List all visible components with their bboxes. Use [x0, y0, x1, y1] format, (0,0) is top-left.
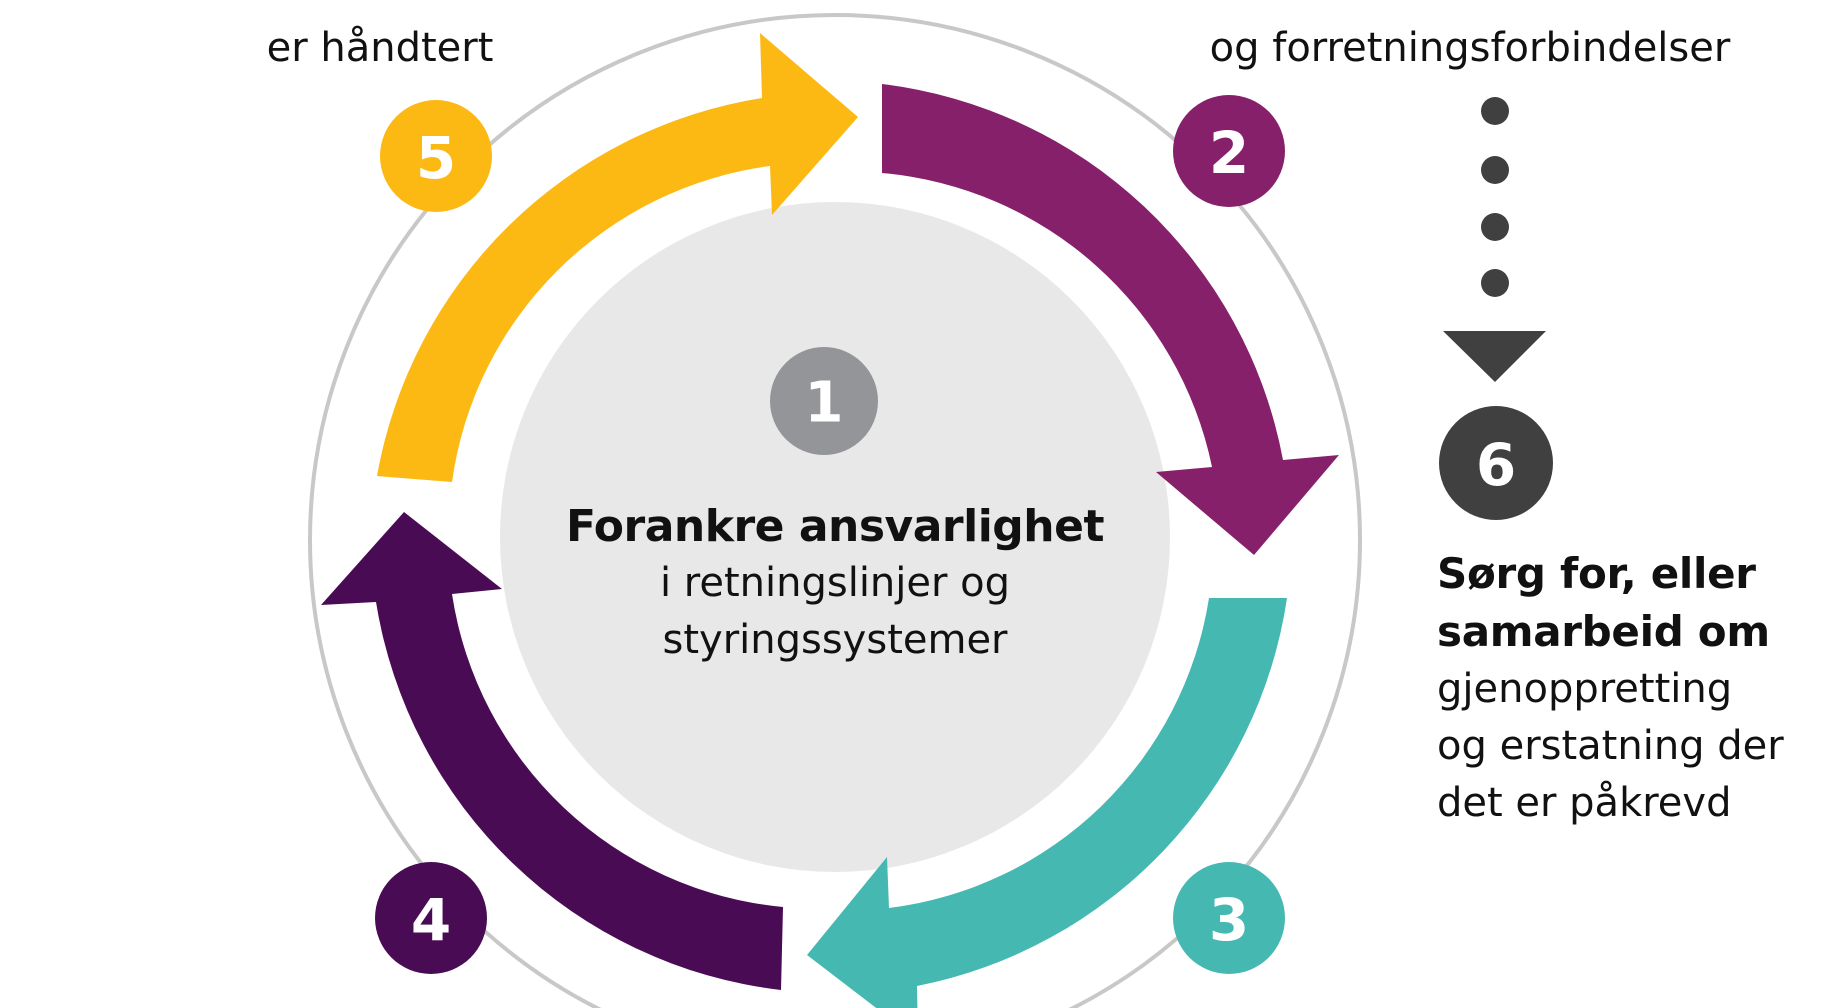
step-6-line-3: det er påkrevd [1437, 780, 1732, 826]
step-6-label: Sørg for, eller samarbeid om gjenopprett… [1437, 553, 1837, 840]
svg-text:4: 4 [411, 886, 451, 954]
arrow-down-icon [1443, 331, 1546, 382]
step-2-badge: 2 [1173, 95, 1285, 207]
center-line-1: i retningslinjer og [659, 560, 1011, 606]
step-6-badge: 6 [1439, 406, 1553, 520]
step-3-badge: 3 [1173, 862, 1285, 974]
svg-text:6: 6 [1476, 431, 1516, 499]
svg-text:2: 2 [1209, 119, 1249, 187]
center-disk [500, 202, 1170, 872]
step-4-badge: 4 [375, 862, 487, 974]
step-2-label-line-1 [1120, 0, 1820, 28]
arrow-step-4 [321, 512, 783, 990]
arrow-step-2 [882, 84, 1339, 555]
step-6-line-1: gjenoppretting [1437, 666, 1733, 712]
step-1-badge: 1 [770, 347, 878, 455]
dot-2 [1481, 156, 1509, 184]
arrow-step-5 [377, 33, 858, 482]
step-6-line-2: og erstatning der [1437, 723, 1784, 769]
step-6-bold-line-1: Sørg for, eller [1437, 549, 1756, 598]
step-6-bold-line-2: samarbeid om [1437, 607, 1770, 656]
step-5-label-line-1 [170, 0, 590, 28]
outer-ring [308, 13, 1362, 1008]
dot-1 [1481, 97, 1509, 125]
center-title: Forankre ansvarlighet [566, 501, 1104, 552]
arrow-step-3 [807, 598, 1287, 1008]
step-5-label: er håndtert [170, 0, 590, 86]
step-2-label-line-2: og forretningsforbindelser [1209, 25, 1731, 71]
center-line-2: styringssystemer [662, 617, 1008, 663]
svg-text:5: 5 [416, 124, 456, 192]
center-label: Forankre ansvarlighet i retningslinjer o… [520, 505, 1150, 677]
step-2-label: og forretningsforbindelser [1120, 0, 1820, 86]
dot-4 [1481, 269, 1509, 297]
dot-3 [1481, 213, 1509, 241]
svg-text:1: 1 [805, 371, 844, 436]
svg-text:3: 3 [1209, 886, 1249, 954]
step-5-label-line-2: er håndtert [266, 25, 494, 71]
connector-dots [1481, 97, 1509, 297]
step-5-badge: 5 [380, 100, 492, 212]
